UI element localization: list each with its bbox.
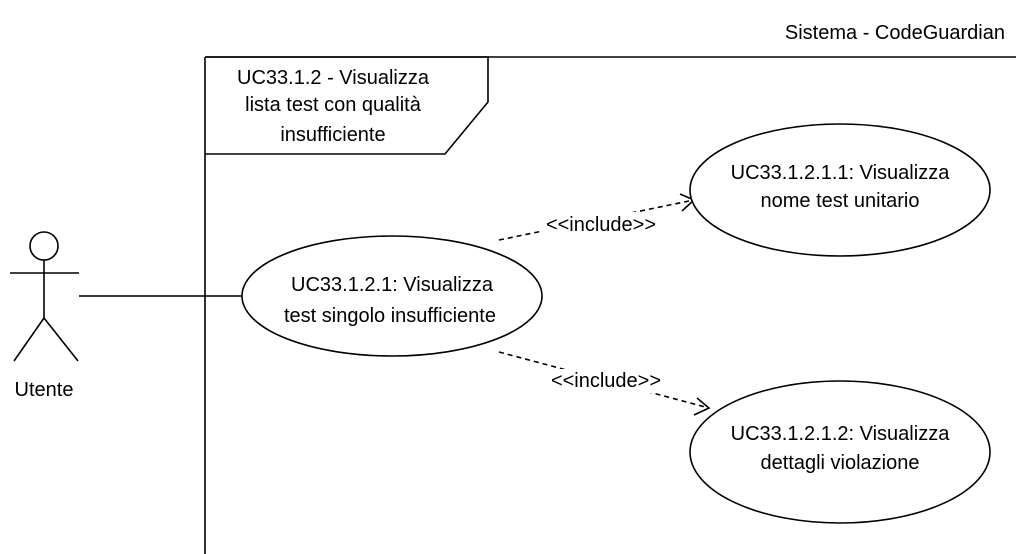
actor-head [29, 231, 59, 261]
include-label-bottom: <<include>> [551, 370, 661, 392]
system-title: Sistema - CodeGuardian [785, 22, 1005, 44]
include-label-top: <<include>> [546, 214, 656, 236]
include-label-top-bg [540, 212, 670, 236]
frame-title-line-1: UC33.1.2 - Visualizza [237, 67, 430, 89]
system-boundary [204, 56, 1016, 554]
actor-utente[interactable]: Utente [10, 231, 79, 401]
use-case-main[interactable]: UC33.1.2.1: Visualizza test singolo insu… [241, 235, 543, 357]
use-case-main-line-2: test singolo insufficiente [284, 305, 496, 327]
use-case-main-line-1: UC33.1.2.1: Visualizza [291, 274, 494, 296]
frame-title-line-2: lista test con qualità [245, 94, 422, 116]
frame-title-line-3: insufficiente [280, 124, 385, 146]
use-case-bottom[interactable]: UC33.1.2.1.2: Visualizza dettagli violaz… [689, 380, 991, 524]
use-case-top-line-1: UC33.1.2.1.1: Visualizza [731, 162, 951, 184]
use-case-top-line-2: nome test unitario [761, 190, 920, 212]
use-case-bottom-line-2: dettagli violazione [761, 452, 920, 474]
use-case-bottom-line-1: UC33.1.2.1.2: Visualizza [731, 423, 951, 445]
use-case-top[interactable]: UC33.1.2.1.1: Visualizza nome test unita… [689, 123, 991, 257]
include-label-bottom-bg [542, 369, 672, 393]
actor-label: Utente [15, 379, 74, 401]
frame-title: UC33.1.2 - Visualizza lista test con qua… [237, 67, 430, 146]
